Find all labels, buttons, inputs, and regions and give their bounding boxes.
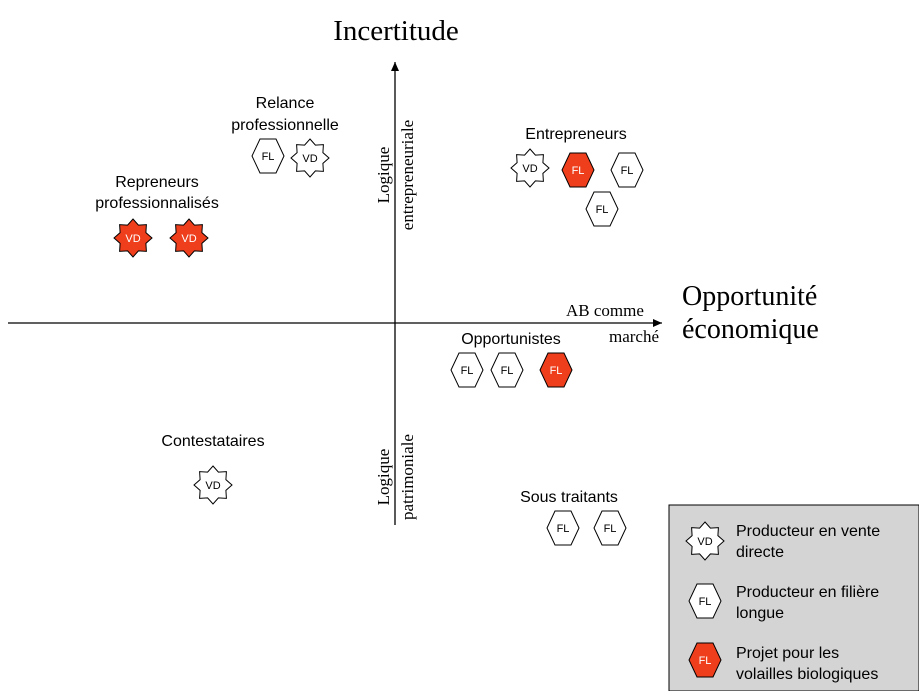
repreneurs-symbol-1: VD bbox=[113, 218, 153, 258]
legend-symbol-2: FL bbox=[688, 583, 722, 619]
entrepreneurs-symbol-2: FL bbox=[561, 152, 595, 188]
label-relance-line1: Relance bbox=[256, 95, 315, 112]
symbol-code: FL bbox=[621, 165, 634, 177]
label-repreneurs-line1: Repreneurs bbox=[115, 174, 199, 191]
top-axis-label-line1: Logique bbox=[374, 147, 393, 204]
symbol-code: VD bbox=[125, 233, 140, 245]
symbol-code: VD bbox=[522, 163, 537, 175]
star-icon bbox=[510, 148, 550, 188]
legend-item-3-line2: volailles biologiques bbox=[736, 666, 878, 683]
producer-symbols: FL VD VD VD VD FL FL FL FL FL FL VD FL FL bbox=[113, 138, 644, 546]
sous-traitants-symbol-2: FL bbox=[593, 510, 627, 546]
entrepreneurs-symbol-1: VD bbox=[510, 148, 550, 188]
symbol-code: FL bbox=[550, 365, 563, 377]
x-axis-title-line2: économique bbox=[682, 314, 819, 345]
top-axis-label: Logique entrepreneuriale bbox=[374, 120, 417, 230]
hexagon-icon bbox=[585, 191, 619, 227]
star-icon bbox=[169, 218, 209, 258]
opportunistes-symbol-3: FL bbox=[539, 352, 573, 388]
legend-symbols: VD FL FL bbox=[685, 521, 725, 678]
star-icon bbox=[193, 465, 233, 505]
star-icon bbox=[290, 138, 330, 178]
legend-item-2-line1: Producteur en filière bbox=[736, 584, 879, 601]
label-relance-line2: professionnelle bbox=[231, 117, 339, 134]
hexagon-icon bbox=[593, 510, 627, 546]
symbol-code: FL bbox=[461, 365, 474, 377]
symbol-code: FL bbox=[699, 596, 712, 608]
symbol-code: FL bbox=[557, 523, 570, 535]
hexagon-icon bbox=[561, 152, 595, 188]
symbol-code: FL bbox=[501, 365, 514, 377]
legend-item-2-line2: longue bbox=[736, 605, 784, 622]
symbol-code: FL bbox=[604, 523, 617, 535]
x-axis-label-line1: AB comme bbox=[566, 301, 644, 320]
bottom-axis-label-line2: patrimoniale bbox=[398, 434, 417, 520]
relance-symbol-2: VD bbox=[290, 138, 330, 178]
label-opportunistes: Opportunistes bbox=[461, 331, 561, 348]
sous-traitants-symbol-1: FL bbox=[546, 510, 580, 546]
contestataires-symbol-1: VD bbox=[193, 465, 233, 505]
hexagon-icon bbox=[688, 642, 722, 678]
hexagon-icon bbox=[688, 583, 722, 619]
repreneurs-symbol-2: VD bbox=[169, 218, 209, 258]
x-axis-label-line2: marché bbox=[609, 327, 659, 346]
symbol-code: FL bbox=[572, 165, 585, 177]
legend-symbol-1: VD bbox=[685, 521, 725, 561]
bottom-axis-label: Logique patrimoniale bbox=[374, 434, 417, 520]
hexagon-icon bbox=[610, 152, 644, 188]
label-repreneurs-line2: professionnalisés bbox=[95, 195, 219, 212]
symbol-code: VD bbox=[697, 536, 712, 548]
opportunistes-symbol-2: FL bbox=[490, 352, 524, 388]
legend-item-1-line2: directe bbox=[736, 544, 784, 561]
legend-item-3-line1: Projet pour les bbox=[736, 645, 839, 662]
bottom-axis-label-line1: Logique bbox=[374, 449, 393, 506]
hexagon-icon bbox=[539, 352, 573, 388]
legend-symbol-3: FL bbox=[688, 642, 722, 678]
legend-item-1-line1: Producteur en vente bbox=[736, 523, 880, 540]
top-axis-label-line2: entrepreneuriale bbox=[398, 120, 417, 230]
x-axis-title-line1: Opportunité bbox=[682, 281, 817, 312]
hexagon-icon bbox=[490, 352, 524, 388]
symbol-code: FL bbox=[699, 655, 712, 667]
label-sous-traitants: Sous traitants bbox=[520, 489, 618, 506]
label-entrepreneurs: Entrepreneurs bbox=[525, 126, 626, 143]
symbol-code: FL bbox=[596, 204, 609, 216]
hexagon-icon bbox=[546, 510, 580, 546]
hexagon-icon bbox=[450, 352, 484, 388]
hexagon-icon bbox=[251, 138, 285, 174]
star-icon bbox=[685, 521, 725, 561]
symbol-code: VD bbox=[205, 480, 220, 492]
opportunistes-symbol-1: FL bbox=[450, 352, 484, 388]
entrepreneurs-symbol-3: FL bbox=[610, 152, 644, 188]
symbol-code: VD bbox=[181, 233, 196, 245]
relance-symbol-1: FL bbox=[251, 138, 285, 174]
label-contestataires: Contestataires bbox=[161, 433, 264, 450]
star-icon bbox=[113, 218, 153, 258]
y-axis-title: Incertitude bbox=[333, 15, 459, 47]
entrepreneurs-symbol-4: FL bbox=[585, 191, 619, 227]
symbol-code: VD bbox=[302, 153, 317, 165]
symbol-code: FL bbox=[262, 151, 275, 163]
